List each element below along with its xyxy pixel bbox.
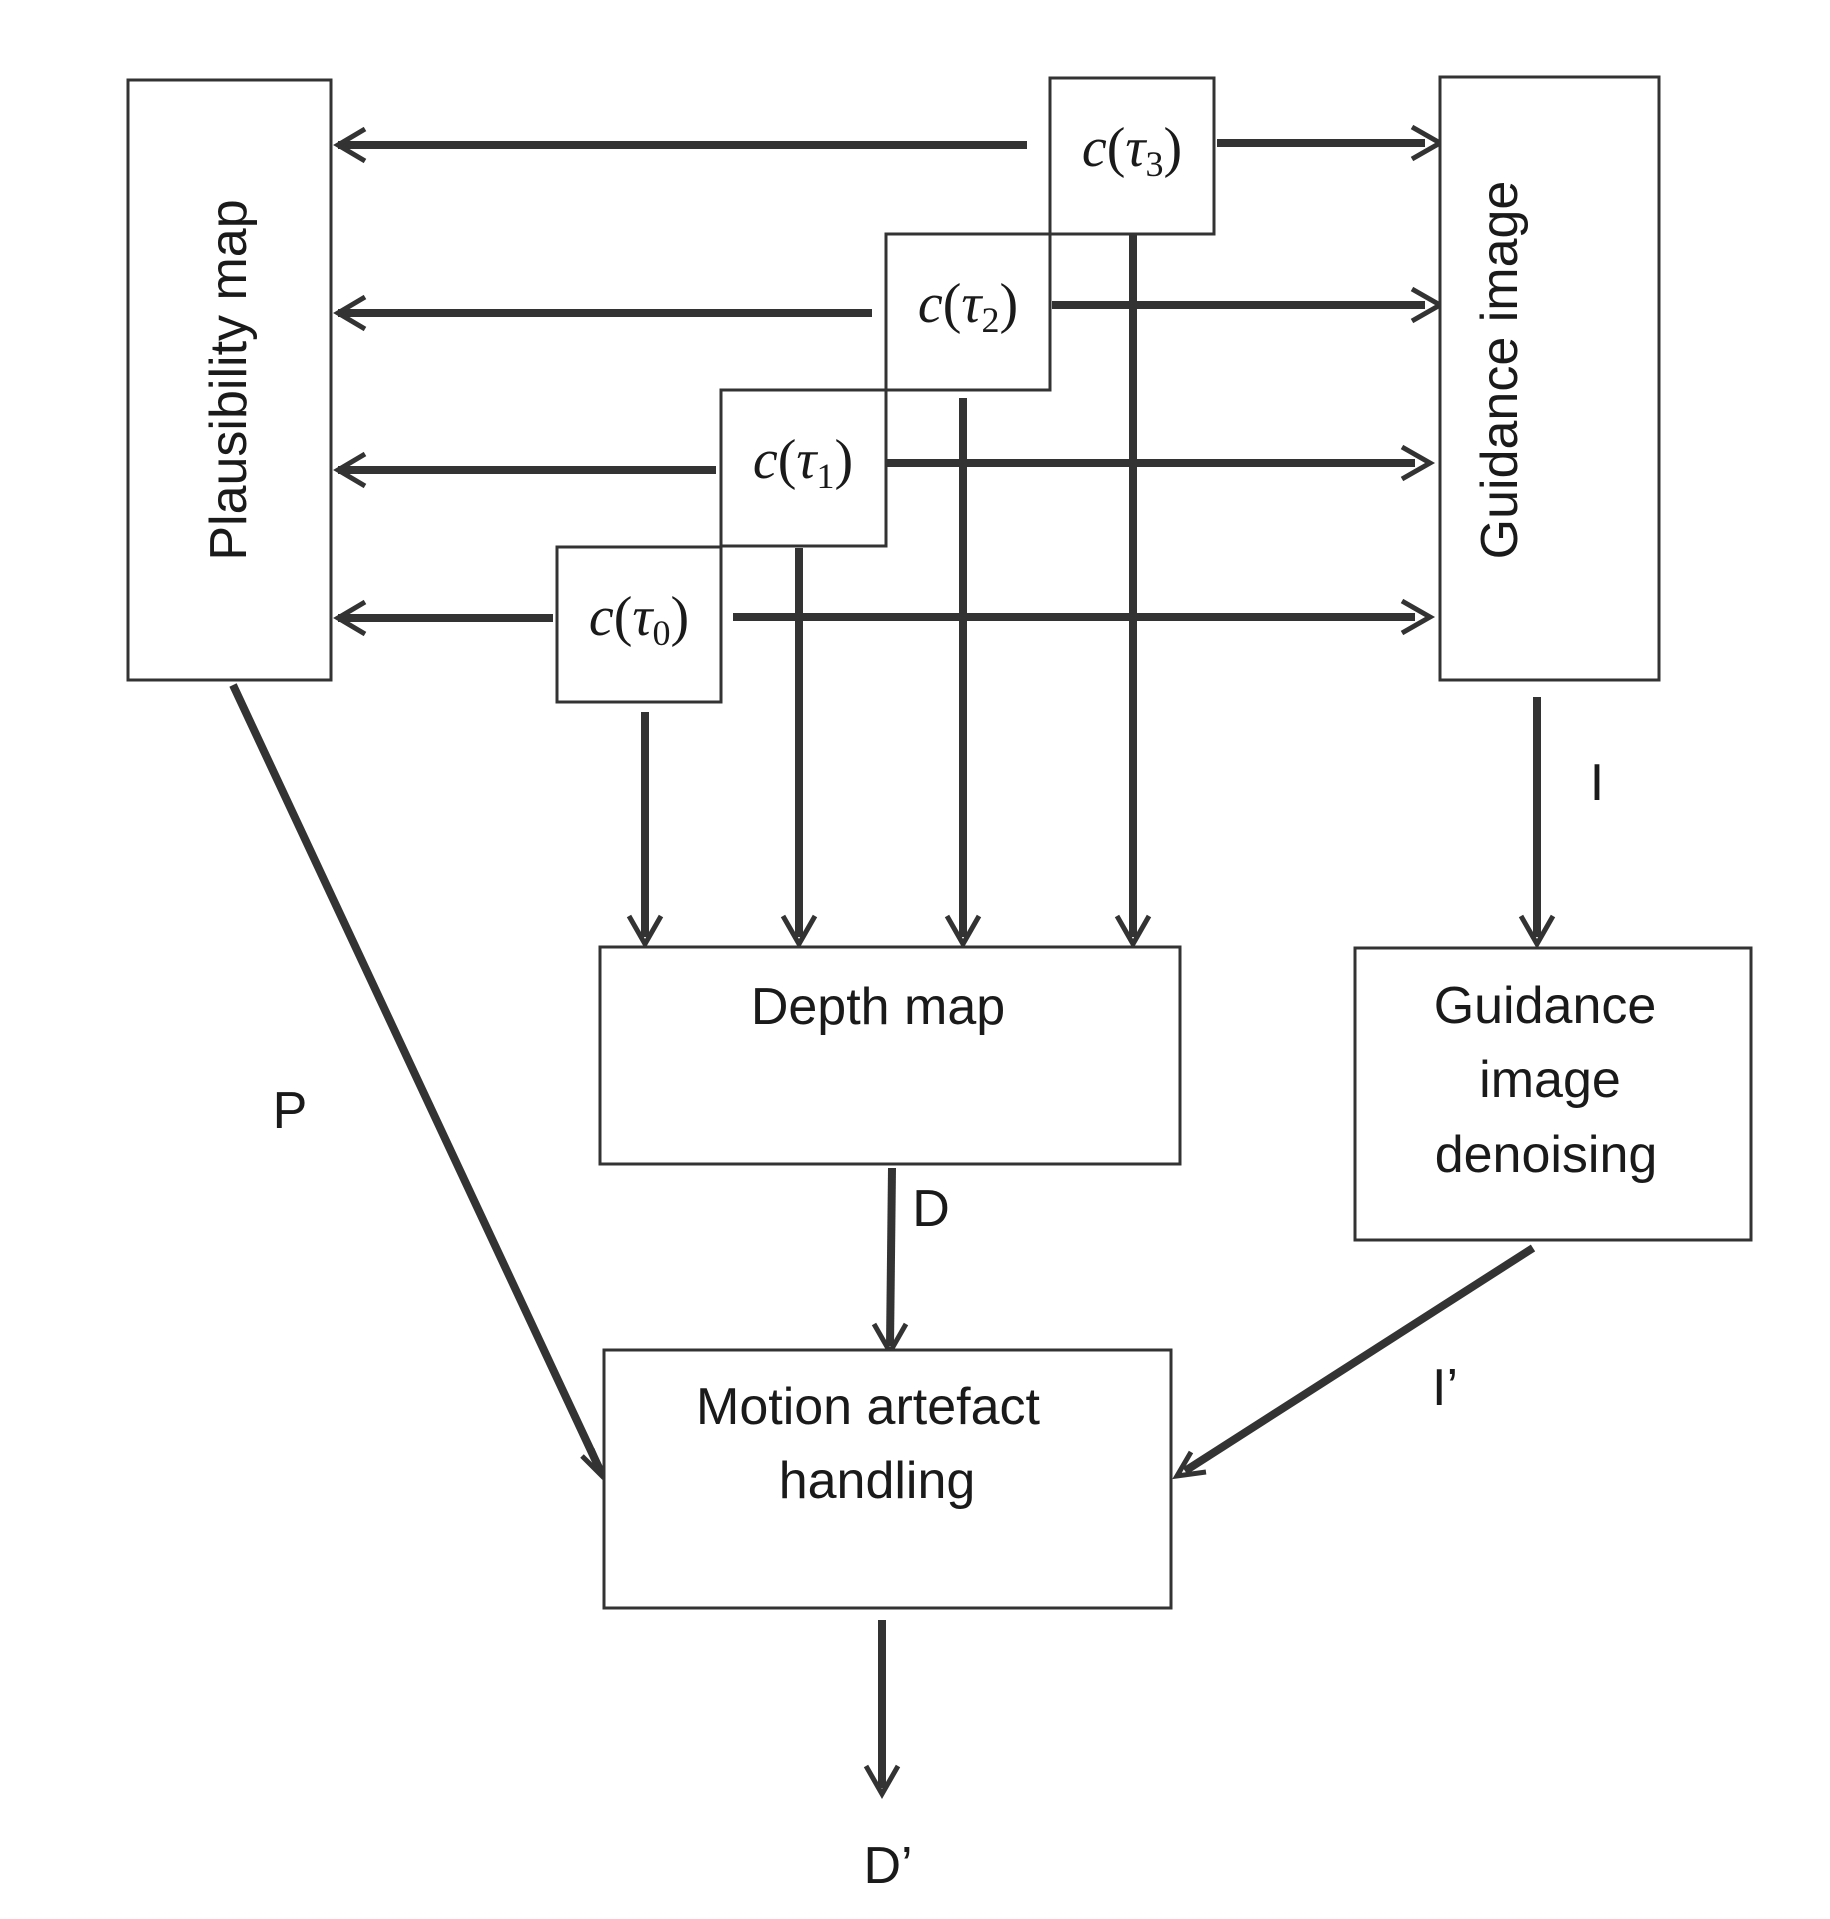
signal-label-d-prime: D’ xyxy=(863,1837,912,1895)
corr-subscript: 3 xyxy=(1145,144,1163,184)
correlation-box-tau1: c(τ1) xyxy=(721,390,886,546)
svg-text:c(τ0): c(τ0) xyxy=(589,586,689,653)
corr-close-paren: ) xyxy=(670,586,689,648)
motion-artefact-label-line2: handling xyxy=(779,1452,976,1510)
correlation-box-tau2: c(τ2) xyxy=(886,234,1050,390)
guidance-denoising-label-line2: image xyxy=(1479,1051,1621,1109)
signal-label-d: D xyxy=(912,1180,950,1238)
signal-label-i: I xyxy=(1590,754,1604,812)
corr-tau-symbol: τ xyxy=(796,429,818,491)
guidance-denoising-label-line1: Guidance xyxy=(1434,977,1657,1035)
corr-open-paren: ( xyxy=(1107,117,1126,179)
plausibility-map-block: Plausibility map xyxy=(128,80,331,680)
guidance-denoising-label-line3: denoising xyxy=(1435,1126,1658,1184)
motion-artefact-block: Motion artefact handling xyxy=(604,1350,1171,1608)
guidance-denoising-block: Guidance image denoising xyxy=(1355,948,1751,1240)
corr-close-paren: ) xyxy=(1163,117,1182,179)
corr-fn: c xyxy=(589,586,614,648)
correlation-box-tau0: c(τ0) xyxy=(557,547,721,702)
guidance-image-block: Guidance image xyxy=(1440,77,1659,680)
svg-text:c(τ1): c(τ1) xyxy=(753,429,853,496)
corr-fn: c xyxy=(753,429,778,491)
connector-depth-to-motion xyxy=(890,1168,892,1346)
correlation-box-tau3: c(τ3) xyxy=(1050,78,1214,234)
corr-close-paren: ) xyxy=(834,429,853,491)
corr-fn: c xyxy=(1082,117,1107,179)
corr-tau-symbol: τ xyxy=(1125,117,1147,179)
corr-subscript: 2 xyxy=(981,300,999,340)
depth-map-label: Depth map xyxy=(751,978,1005,1036)
guidance-image-label: Guidance image xyxy=(1471,181,1529,560)
corr-tau-symbol: τ xyxy=(632,586,654,648)
connector-denoising-to-motion xyxy=(1185,1248,1533,1471)
connector-plausibility-to-motion xyxy=(233,685,600,1470)
corr-subscript: 1 xyxy=(816,456,834,496)
svg-text:c(τ3): c(τ3) xyxy=(1082,117,1182,184)
signal-label-p: P xyxy=(273,1082,308,1140)
corr-subscript: 0 xyxy=(652,613,670,653)
corr-open-paren: ( xyxy=(943,273,962,335)
svg-text:c(τ2): c(τ2) xyxy=(918,273,1018,340)
corr-open-paren: ( xyxy=(778,429,797,491)
corr-close-paren: ) xyxy=(999,273,1018,335)
depth-map-block: Depth map xyxy=(600,947,1180,1164)
plausibility-map-label: Plausibility map xyxy=(200,199,258,560)
arrowhead-motion-from-plausibility xyxy=(582,1449,604,1478)
motion-artefact-label-line1: Motion artefact xyxy=(696,1378,1040,1436)
corr-open-paren: ( xyxy=(614,586,633,648)
signal-label-i-prime: I’ xyxy=(1432,1359,1458,1417)
corr-tau-symbol: τ xyxy=(961,273,983,335)
corr-fn: c xyxy=(918,273,943,335)
